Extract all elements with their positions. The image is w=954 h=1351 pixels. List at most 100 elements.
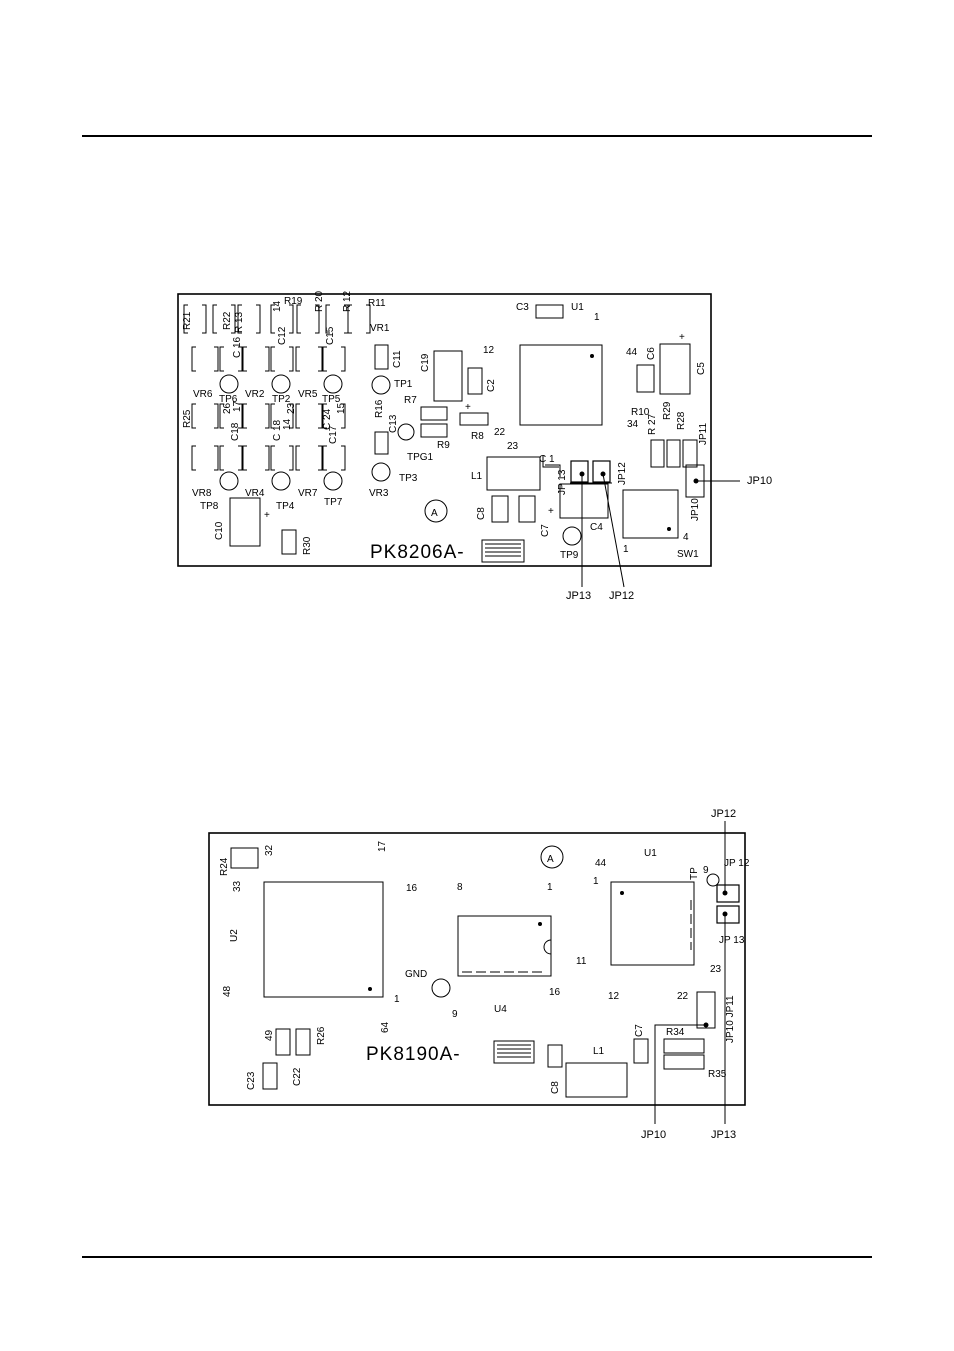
label2-n16b: 16 (549, 987, 561, 998)
bottom-rule (82, 1256, 872, 1258)
label-c18b: C 18 (272, 419, 283, 441)
label-tp8: TP8 (200, 501, 219, 512)
label2-n9: 9 (703, 865, 709, 876)
label2-jp13v: JP 13 (719, 935, 745, 946)
label-plus1: + (679, 332, 685, 343)
label-n14: 14 (282, 418, 293, 430)
label-c10: C10 (214, 521, 225, 540)
label2-jp11: JP10 JP11 (725, 995, 736, 1043)
label-tp2: TP2 (272, 394, 291, 405)
label-r29: R29 (662, 401, 673, 420)
label2-n32: 32 (264, 844, 275, 856)
label-r9: R9 (437, 440, 450, 451)
label2-n44: 44 (595, 858, 607, 869)
label-tp5: TP5 (322, 394, 341, 405)
label2-n48: 48 (222, 985, 233, 997)
label2-c23: C23 (246, 1071, 257, 1090)
callout-jp12: JP12 (609, 590, 634, 602)
label2-c22: C22 (292, 1067, 303, 1086)
label2-n1a: 1 (547, 882, 553, 893)
label2-n1b: 1 (593, 876, 599, 887)
label-sw1: SW1 (677, 549, 699, 560)
label-jp13v: JP 13 (557, 469, 568, 495)
label2-l1: L1 (593, 1046, 605, 1057)
label2-tp: TP (689, 867, 700, 880)
label2-a: A (547, 854, 554, 865)
label2-n12: 12 (608, 991, 620, 1002)
label2-jp12v: JP 12 (724, 858, 750, 869)
label-c19: C19 (420, 353, 431, 372)
label-l1: L1 (471, 471, 483, 482)
label-r21: R21 (182, 311, 193, 330)
label2-r35: R35 (708, 1069, 727, 1080)
board1-top-resistor-row (183, 304, 371, 334)
board-pk8206a-diagram: PK8206A- R21 R22 R 13 14 R19 R 20 R 12 R… (177, 290, 772, 602)
label-r7: R7 (404, 395, 417, 406)
label-r10: R10 (631, 407, 650, 418)
label-tp1: TP1 (394, 379, 413, 390)
label-r19: R19 (284, 296, 303, 307)
callout-jp10: JP10 (747, 475, 772, 487)
label2-n64: 64 (380, 1021, 391, 1033)
label-r13: R 13 (234, 311, 245, 333)
label-vr3: VR3 (369, 488, 389, 499)
label-c2: C2 (486, 379, 497, 392)
label-c44: 44 (626, 347, 638, 358)
label-c6: C6 (646, 347, 657, 360)
board2-components (230, 847, 720, 1098)
label-n4: 4 (683, 532, 689, 543)
label-tp9: TP9 (560, 550, 579, 561)
label-r30: R30 (302, 536, 313, 555)
label2-u4: U4 (494, 1004, 507, 1015)
label-r11: R11 (368, 298, 386, 309)
label-tp6: TP6 (219, 394, 238, 405)
label-c16: C 16 (232, 336, 243, 358)
label-c4: C4 (590, 522, 603, 533)
board1-part-number: PK8206A- (370, 542, 465, 563)
label-n22: 22 (494, 427, 506, 438)
label2-n17: 17 (377, 840, 388, 852)
label-vr5: VR5 (298, 389, 318, 400)
label2-n8: 8 (457, 882, 463, 893)
board1-upper-testpoints (219, 374, 391, 395)
board2-part-number: PK8190A- (366, 1044, 461, 1065)
label2-n16: 16 (406, 883, 418, 894)
label2-n49: 49 (264, 1029, 275, 1041)
label-vr2: VR2 (245, 389, 265, 400)
label-n34: 34 (627, 419, 639, 430)
board2-jumpers (654, 821, 740, 1124)
label2-r24: R24 (219, 857, 230, 876)
label2-n33: 33 (232, 880, 243, 892)
board2-a-mark (540, 845, 564, 869)
board2-connector-hatch (497, 1044, 531, 1058)
label2-gnd: GND (405, 969, 427, 980)
label2-u1: U1 (644, 848, 657, 859)
board1-upper-capacitors (191, 344, 389, 372)
board2-connector (493, 1040, 535, 1064)
label-c13: C13 (388, 414, 399, 433)
label2-r26: R26 (316, 1026, 327, 1045)
board1-outline (177, 293, 712, 567)
label-jp10v: JP10 (690, 498, 701, 521)
top-rule (82, 135, 872, 137)
label-tp4: TP4 (276, 501, 295, 512)
label-tp7: TP7 (324, 497, 343, 508)
label-n17: 17 (232, 400, 243, 412)
label-a: A (431, 508, 438, 519)
label2-n22: 22 (677, 991, 689, 1002)
label-plus3: + (264, 510, 270, 521)
label2-u2: U2 (229, 929, 240, 942)
callout2-jp13: JP13 (711, 1129, 736, 1141)
label-vr8: VR8 (192, 488, 212, 499)
label-c11: C11 (392, 350, 403, 368)
label-r25: R25 (182, 409, 193, 428)
label-vr7: VR7 (298, 488, 318, 499)
label-c5: C5 (696, 362, 707, 375)
label-tpg1: TPG1 (407, 452, 434, 463)
label-c18a: C18 (230, 422, 241, 441)
board2-outline (208, 832, 746, 1106)
label-n23b: 23 (507, 441, 519, 452)
board1-connector-hatch (485, 543, 521, 557)
board1-middle-components (191, 403, 489, 471)
label-c17: C17 (328, 425, 339, 444)
